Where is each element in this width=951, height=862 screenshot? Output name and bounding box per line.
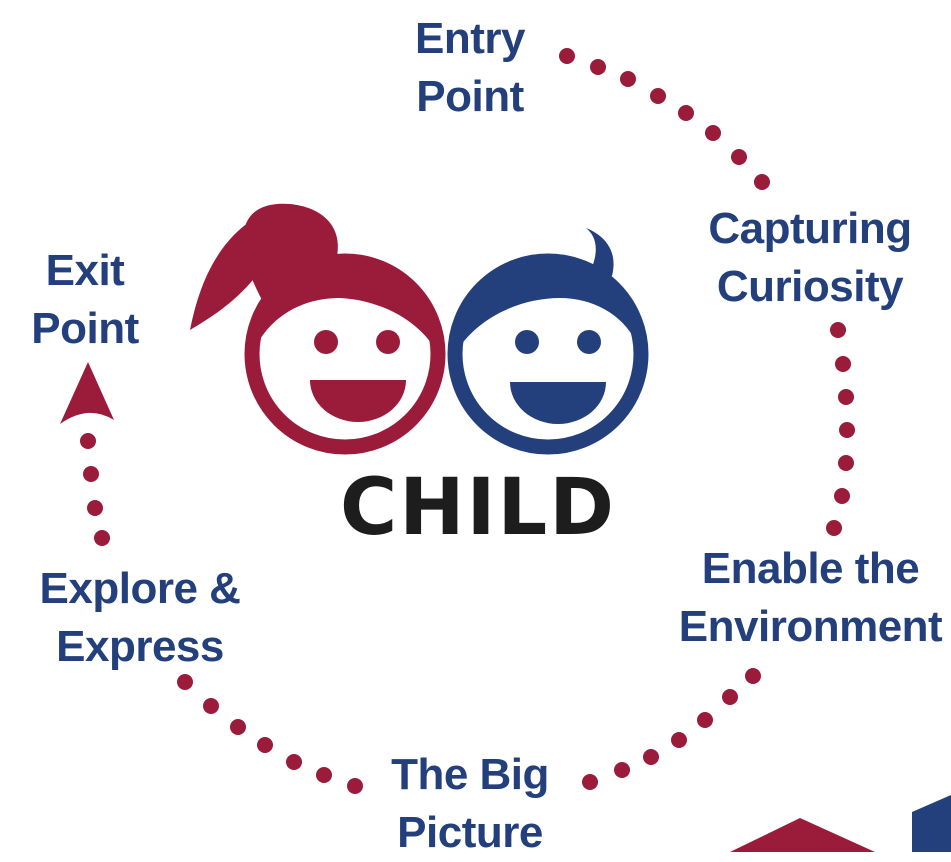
connector-dot <box>671 732 687 748</box>
stage-label-line: Picture <box>397 808 543 857</box>
dotted-connector-explore-to-exit <box>80 433 110 546</box>
stage-label-entry-point: Entry Point <box>395 10 545 126</box>
stage-label-line: Capturing <box>708 204 912 253</box>
connector-dot <box>316 767 332 783</box>
connector-dot <box>678 105 694 121</box>
connector-dot <box>838 389 854 405</box>
connector-dot <box>559 48 575 64</box>
arrowhead-up-icon <box>60 362 114 424</box>
connector-dot <box>731 149 747 165</box>
connector-dot <box>754 174 770 190</box>
corner-decoration-blue <box>912 795 951 852</box>
dotted-connector-enable-to-big-picture <box>582 668 761 790</box>
stage-label-capturing-curiosity: Capturing Curiosity <box>690 200 930 316</box>
connector-dot <box>620 71 636 87</box>
dotted-connector-big-picture-to-explore <box>177 674 363 794</box>
stage-label-line: Enable the <box>701 544 920 593</box>
stage-label-enable-the-environment: Enable the Environment <box>670 540 951 656</box>
connector-dot <box>80 433 96 449</box>
connector-dot <box>257 737 273 753</box>
dotted-connector-capturing-to-enable <box>826 322 855 536</box>
connector-dot <box>177 674 193 690</box>
stage-label-line: Explore & <box>39 564 241 613</box>
connector-dot <box>650 88 666 104</box>
connector-dot <box>643 749 659 765</box>
connector-dot <box>745 668 761 684</box>
dotted-connector-entry-to-capturing <box>559 48 770 190</box>
connector-dot <box>83 466 99 482</box>
connector-dot <box>203 698 219 714</box>
stage-label-explore-and-express: Explore & Express <box>20 560 260 676</box>
girl-face-icon <box>190 203 446 455</box>
child-wordmark: CHILD <box>340 463 616 553</box>
connector-dot <box>835 356 851 372</box>
connector-dot <box>722 689 738 705</box>
stage-label-exit-point: Exit Point <box>15 242 155 358</box>
connector-dot <box>834 488 850 504</box>
stage-label-line: Point <box>416 72 524 121</box>
connector-dot <box>590 59 606 75</box>
connector-dot <box>705 125 721 141</box>
connector-dot <box>230 719 246 735</box>
stage-label-line: Curiosity <box>716 262 904 311</box>
connector-dot <box>830 322 846 338</box>
stage-label-line: Environment <box>678 602 943 651</box>
stage-label-line: Exit <box>45 246 125 295</box>
stage-label-line: Point <box>31 304 139 353</box>
connector-dot <box>614 762 630 778</box>
connector-dot <box>838 455 854 471</box>
connector-dot <box>826 520 842 536</box>
connector-dot <box>87 500 103 516</box>
connector-dot <box>347 778 363 794</box>
boy-face-icon <box>447 228 649 455</box>
stage-label-the-big-picture: The Big Picture <box>370 746 570 862</box>
stage-label-line: Express <box>56 622 224 671</box>
stage-label-line: The Big <box>391 750 549 799</box>
connector-dot <box>286 754 302 770</box>
corner-decoration-red <box>730 818 875 852</box>
connector-dot <box>582 774 598 790</box>
connector-dot <box>697 712 713 728</box>
connector-dot <box>94 530 110 546</box>
stage-label-line: Entry <box>415 14 525 63</box>
connector-dot <box>839 422 855 438</box>
